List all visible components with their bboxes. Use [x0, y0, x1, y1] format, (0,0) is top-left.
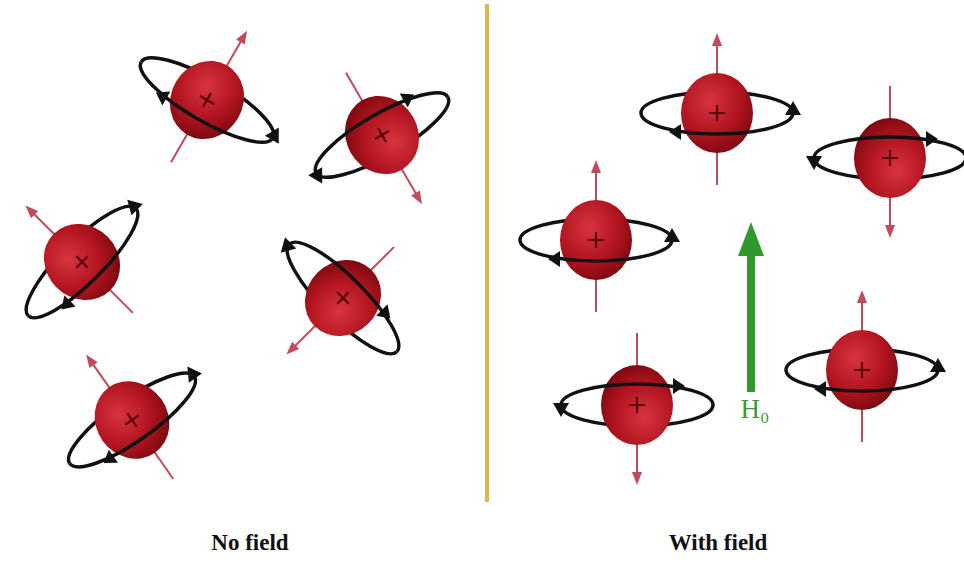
spinning-nucleus	[520, 160, 680, 312]
spinning-nucleus	[0, 146, 192, 367]
spinning-nucleus	[553, 333, 713, 485]
spinning-nucleus	[641, 33, 801, 185]
spinning-nucleus	[227, 188, 448, 409]
random-nuclei	[0, 0, 488, 523]
divider-line	[485, 4, 489, 502]
spinning-nucleus	[806, 86, 964, 238]
spinning-nucleus	[273, 35, 488, 247]
spinning-nucleus	[105, 0, 320, 204]
spinning-nucleus	[24, 306, 242, 522]
field-symbol: H₀	[741, 394, 770, 425]
panel-caption: With field	[669, 530, 768, 556]
field-arrow	[738, 222, 764, 392]
panel-caption: No field	[211, 530, 288, 556]
aligned-nuclei	[520, 33, 964, 485]
spinning-nucleus	[786, 290, 946, 442]
